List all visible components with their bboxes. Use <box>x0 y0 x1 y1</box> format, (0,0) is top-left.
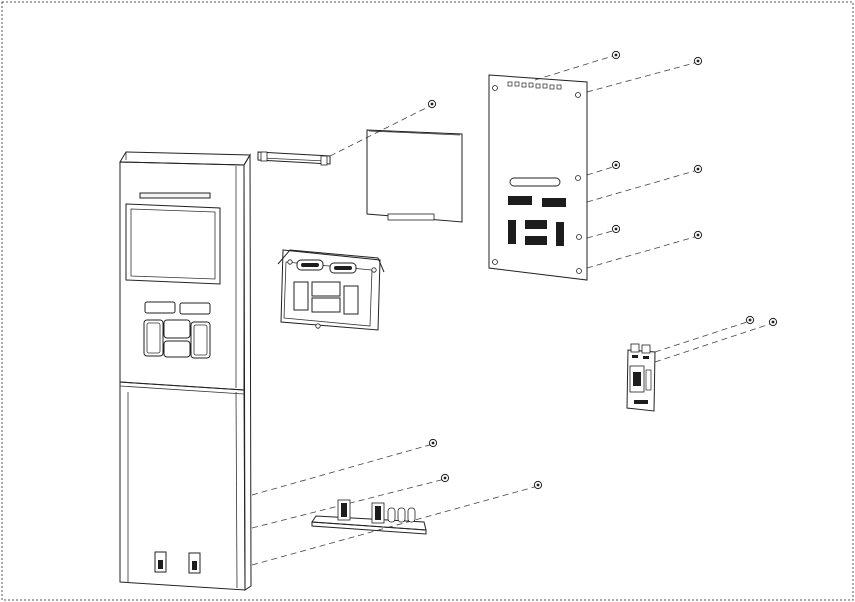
small-circuit-board <box>626 343 656 412</box>
screws <box>427 50 778 490</box>
board-header-pins <box>507 81 562 90</box>
screw <box>611 160 621 170</box>
screw <box>611 50 621 60</box>
function-button-right <box>179 302 211 315</box>
connector-strip <box>257 151 331 166</box>
screw <box>745 315 755 325</box>
display-screen <box>366 129 463 223</box>
assembly-leader-lines <box>251 54 774 566</box>
front-panel-housing <box>119 151 252 591</box>
screw <box>768 317 778 327</box>
display-window <box>125 203 221 285</box>
screw <box>428 438 438 448</box>
keypad-cluster <box>143 319 211 359</box>
keypad-bracket <box>277 249 385 331</box>
card-slot <box>139 192 211 199</box>
screw <box>693 230 703 240</box>
screw <box>427 99 437 109</box>
screw <box>693 56 703 66</box>
screw <box>611 224 621 234</box>
function-button-left <box>144 301 176 314</box>
screw <box>533 480 543 490</box>
board-connector <box>509 177 561 187</box>
main-circuit-board <box>488 74 588 281</box>
screw <box>440 473 450 483</box>
lower-circuit-board <box>311 499 427 535</box>
screw <box>693 164 703 174</box>
board-chips <box>508 196 566 246</box>
